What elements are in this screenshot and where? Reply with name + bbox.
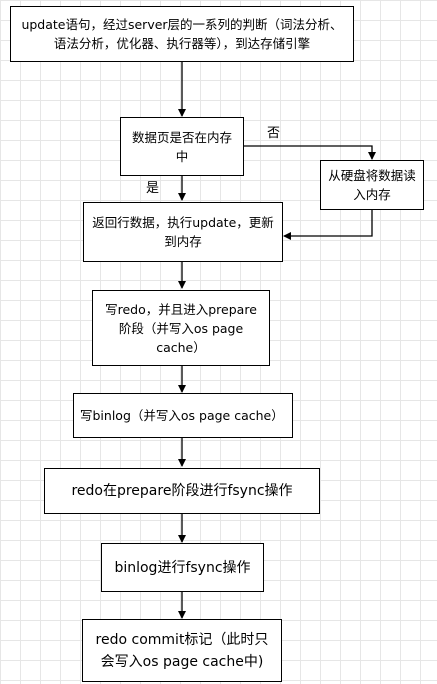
node-write-binlog: 写binlog（并写入os page cache）: [73, 393, 293, 438]
label-yes: 是: [146, 181, 160, 196]
node-read-from-disk: 从硬盘将数据读入内存: [320, 160, 424, 210]
node-redo-fsync-text: redo在prepare阶段进行fsync操作: [71, 483, 293, 499]
node-write-redo-prepare: 写redo，并且进入prepare阶段（并写入os page cache）: [92, 290, 270, 366]
node-redo-fsync: redo在prepare阶段进行fsync操作: [44, 468, 320, 514]
node-redo-commit: redo commit标记（此时只会写入os page cache中): [82, 619, 282, 682]
arrow-n3-n4: [283, 210, 373, 240]
node-update-statement: update语句，经过server层的一系列的判断（词法分析、语法分析，优化器、…: [10, 6, 354, 62]
node-write-binlog-text: 写binlog（并写入os page cache）: [80, 408, 284, 423]
node-redo-commit-text: redo commit标记（此时只会写入os page cache中): [95, 631, 269, 670]
node-update-statement-text: update语句，经过server层的一系列的判断（词法分析、语法分析，优化器、…: [21, 17, 343, 51]
decision-page-in-memory: 数据页是否在内存中: [120, 117, 244, 176]
node-read-from-disk-text: 从硬盘将数据读入内存: [328, 168, 416, 202]
node-return-row-update-text: 返回行数据，执行update，更新到内存: [92, 215, 274, 249]
node-write-redo-prepare-text: 写redo，并且进入prepare阶段（并写入os page cache）: [105, 301, 257, 355]
node-binlog-fsync: binlog进行fsync操作: [101, 543, 264, 592]
arrow-n2-n3-no: [244, 145, 376, 160]
decision-page-in-memory-text: 数据页是否在内存中: [131, 129, 232, 164]
label-no: 否: [267, 126, 281, 141]
node-return-row-update: 返回行数据，执行update，更新到内存: [83, 202, 283, 262]
node-binlog-fsync-text: binlog进行fsync操作: [114, 559, 251, 576]
